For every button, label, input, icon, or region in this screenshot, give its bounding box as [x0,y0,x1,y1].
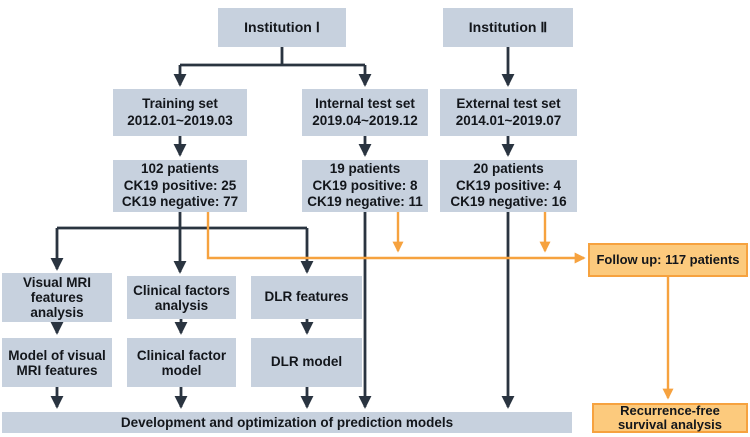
dark-connectors [50,47,515,409]
node-label: DLR features [264,289,349,305]
node-label: survival analysis [617,417,723,432]
node-dlr-model: DLR model [251,338,362,387]
node-label: DLR model [270,354,343,370]
node-label: Recurrence-free [620,403,720,418]
node-label: features [30,290,84,305]
node-label: CK19 negative: 11 [307,194,423,210]
node-external-test-set: External test set 2014.01~2019.07 [440,89,577,136]
node-label: CK19 positive: 25 [123,177,237,193]
node-label: Institution Ⅰ [244,19,320,36]
node-label: 102 patients [140,161,220,177]
node-label: Visual MRI [22,275,92,290]
node-institution-1: Institution Ⅰ [218,8,346,47]
node-label: CK19 positive: 4 [455,177,562,193]
node-label: MRI features [16,362,98,378]
node-label: analysis [30,305,84,320]
orange-connectors [206,212,674,400]
node-recurrence-survival: Recurrence-free survival analysis [592,403,748,433]
node-label: Clinical factor [136,347,227,363]
node-development-bar: Development and optimization of predicti… [2,412,572,433]
node-clinical-factor-model: Clinical factor model [127,338,236,387]
node-internal-patients: 19 patients CK19 positive: 8 CK19 negati… [302,160,428,212]
node-external-patients: 20 patients CK19 positive: 4 CK19 negati… [440,160,577,212]
node-label: 2012.01~2019.03 [127,112,233,128]
node-label: analysis [154,297,209,313]
trunk-institution1-split [180,47,365,67]
node-label: Institution Ⅱ [468,19,548,36]
node-label: 19 patients [329,161,401,177]
node-label: Clinical factors [133,282,230,298]
node-dlr-features: DLR features [251,276,362,319]
node-label: Model of visual [8,347,106,363]
node-label: 20 patients [473,161,544,177]
node-label: Development and optimization of predicti… [120,415,454,430]
node-label: model [161,362,202,378]
node-label: CK19 positive: 8 [312,177,418,193]
node-training-set: Training set 2012.01~2019.03 [113,89,247,136]
arrow-training-to-followup [206,212,586,264]
trunk-training-split [57,212,307,230]
node-institution-2: Institution Ⅱ [443,8,573,47]
node-clinical-factors-analysis: Clinical factors analysis [127,276,236,319]
node-label: Follow up: 117 patients [596,251,740,267]
node-label: CK19 negative: 77 [121,194,239,210]
node-internal-test-set: Internal test set 2019.04~2019.12 [302,89,428,136]
node-follow-up: Follow up: 117 patients [588,243,748,277]
node-training-patients: 102 patients CK19 positive: 25 CK19 nega… [113,160,247,212]
node-label: CK19 negative: 16 [450,194,567,210]
node-label: External test set [456,96,561,111]
node-visual-mri-model: Model of visual MRI features [2,338,112,387]
node-label: 2019.04~2019.12 [312,112,418,128]
node-label: Training set [142,96,218,111]
node-visual-mri-analysis: Visual MRI features analysis [2,273,112,322]
node-label: Internal test set [315,96,415,111]
node-label: 2014.01~2019.07 [455,112,562,128]
